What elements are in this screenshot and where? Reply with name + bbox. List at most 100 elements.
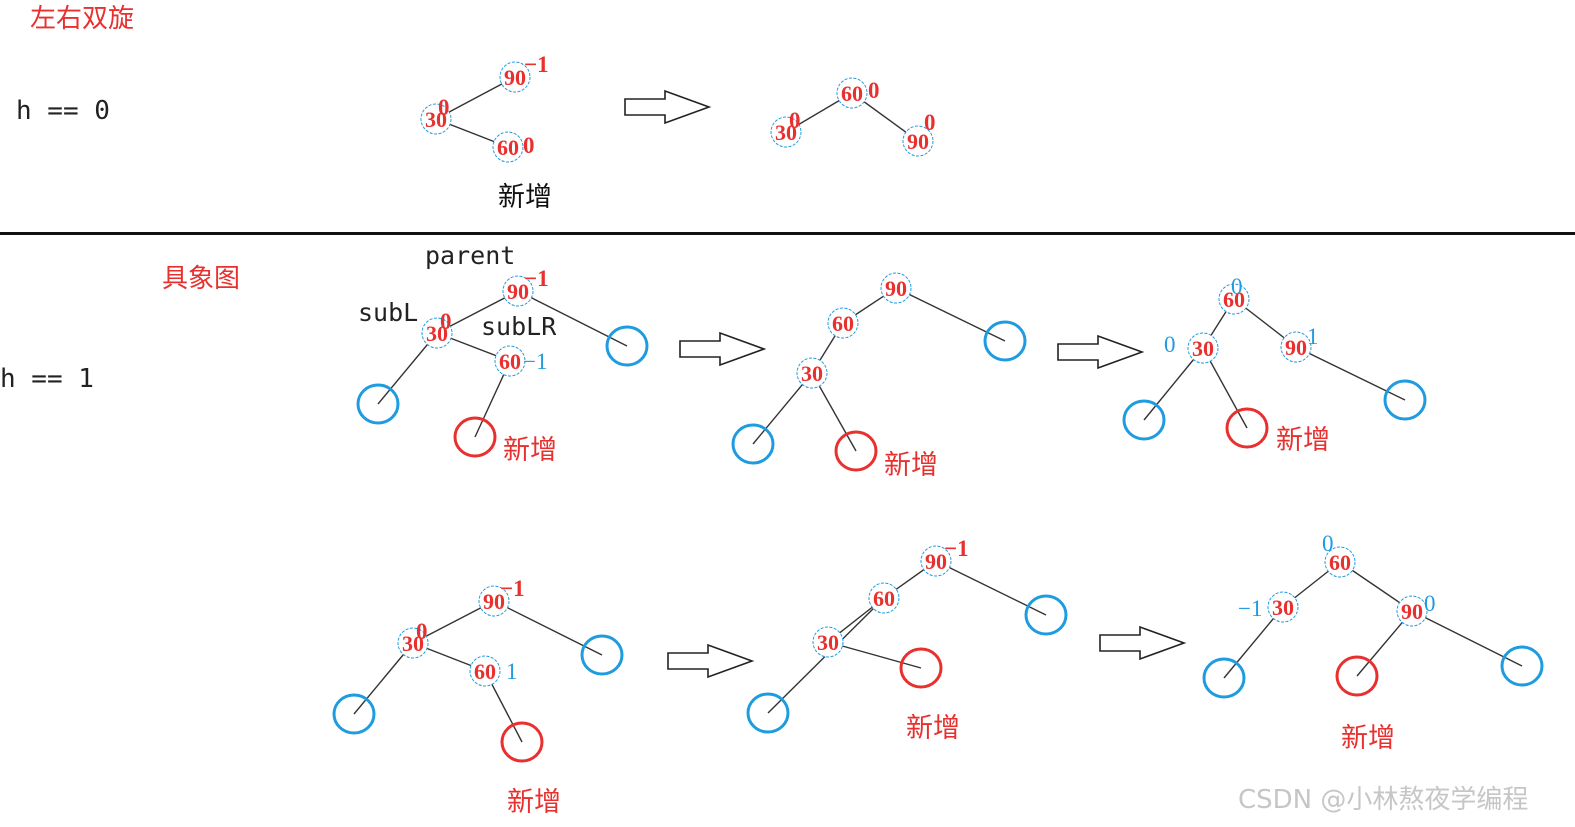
tree-node-circle	[1187, 332, 1219, 364]
tree-node-circle	[770, 116, 802, 148]
tree-node-circle	[920, 545, 952, 577]
tree-node-circle	[812, 626, 844, 658]
tree-node-circle	[478, 585, 510, 617]
watermark: CSDN @小林熬夜学编程	[1238, 785, 1529, 815]
tree-edge	[1143, 347, 1204, 421]
concrete-diagram-title: 具象图	[162, 264, 241, 294]
added-subtree-circle	[834, 430, 878, 472]
tree-node-value: 90	[504, 65, 526, 90]
subtree-circle	[1024, 594, 1068, 636]
tree-node-value: 60	[1329, 550, 1351, 575]
tree-edge	[1295, 346, 1406, 401]
subtree-circle	[356, 383, 400, 425]
balance-factor-label: 0	[1164, 332, 1176, 357]
subtree-circle	[1500, 645, 1544, 687]
balance-factor-label: −1	[1238, 596, 1262, 621]
subtree-circle	[1383, 379, 1427, 421]
added-subtree-circle	[899, 647, 943, 689]
added-subtree-circle	[500, 721, 544, 763]
balance-factor-label: 0	[440, 309, 452, 334]
tree-node-value: 30	[1272, 595, 1294, 620]
balance-factor-label: −1	[944, 536, 969, 561]
tree-edge	[895, 287, 1006, 342]
pointer-label-subLR: subLR	[481, 312, 557, 341]
added-subtree-circle	[453, 416, 497, 458]
pointer-label-subL: subL	[358, 298, 419, 327]
tree-node-circle	[499, 61, 531, 93]
subtree-circle	[605, 325, 649, 367]
section-divider	[0, 232, 1575, 235]
added-node-label: 新增	[507, 787, 561, 818]
tree-node-circle	[796, 357, 828, 389]
added-subtree-circle	[1225, 407, 1269, 449]
subtree-circle	[731, 423, 775, 465]
transition-arrow	[1099, 626, 1185, 660]
transition-arrow	[667, 644, 753, 678]
tree-node-circle	[420, 103, 452, 135]
tree-node-value: 30	[402, 631, 424, 656]
tree-node-circle	[1218, 283, 1250, 315]
balance-factor-label: 0	[1322, 531, 1334, 556]
transition-arrow	[679, 332, 765, 366]
balance-factor-label: 0	[1231, 274, 1243, 299]
tree-node-value: 30	[801, 361, 823, 386]
balance-factor-label: 0	[924, 110, 936, 135]
tree-node-value: 90	[507, 279, 529, 304]
balance-factor-label: −1	[524, 266, 549, 291]
tree-node-value: 30	[425, 107, 447, 132]
tree-node-circle	[397, 627, 429, 659]
added-node-label: 新增	[884, 450, 938, 481]
balance-factor-label: 0	[789, 108, 801, 133]
tree-node-circle	[1324, 546, 1356, 578]
tree-node-value: 90	[483, 589, 505, 614]
tree-node-circle	[502, 275, 534, 307]
tree-node-circle	[1396, 595, 1428, 627]
tree-node-circle	[492, 131, 524, 163]
case-label-h1: h == 1	[0, 364, 94, 394]
tree-edge	[517, 290, 628, 347]
tree-node-value: 90	[925, 549, 947, 574]
added-subtree-circle	[1335, 655, 1379, 697]
tree-node-value: 60	[841, 81, 863, 106]
tree-node-value: 60	[832, 311, 854, 336]
tree-node-circle	[421, 317, 453, 349]
subtree-circle	[1122, 399, 1166, 441]
tree-node-circle	[836, 77, 868, 109]
added-node-label: 新增	[1276, 425, 1330, 456]
tree-node-value: 30	[817, 630, 839, 655]
balance-factor-label: 0	[523, 133, 535, 158]
balance-factor-label: −1	[524, 52, 549, 77]
balance-factor-label: 1	[1307, 324, 1319, 349]
tree-node-value: 30	[775, 120, 797, 145]
tree-node-value: 90	[1401, 599, 1423, 624]
added-node-label: 新增	[906, 713, 960, 744]
added-node-label: 新增	[503, 435, 557, 466]
tree-node-value: 60	[474, 659, 496, 684]
added-node-label: 新增	[1341, 723, 1395, 754]
tree-edge	[493, 600, 603, 656]
balance-factor-label: 0	[1424, 591, 1436, 616]
pointer-label-parent: parent	[425, 241, 516, 270]
subtree-circle	[1202, 657, 1246, 699]
tree-node-circle	[494, 345, 526, 377]
balance-factor-label: −1	[523, 349, 547, 374]
balance-factor-label: 0	[868, 78, 880, 103]
tree-node-circle	[469, 655, 501, 687]
tree-edge	[827, 641, 922, 669]
tree-node-circle	[902, 125, 934, 157]
tree-node-circle	[868, 582, 900, 614]
balance-factor-label: 1	[506, 659, 518, 684]
transition-arrow	[1057, 335, 1143, 369]
transition-arrow	[624, 90, 710, 124]
balance-factor-label: 0	[416, 619, 428, 644]
page-title: 左右双旋	[30, 4, 135, 34]
tree-node-circle	[1280, 331, 1312, 363]
tree-node-circle	[827, 307, 859, 339]
tree-node-value: 30	[1192, 336, 1214, 361]
tree-node-value: 90	[1285, 335, 1307, 360]
case-label-h0: h == 0	[16, 96, 110, 126]
tree-node-value: 60	[497, 135, 519, 160]
tree-node-value: 90	[885, 276, 907, 301]
